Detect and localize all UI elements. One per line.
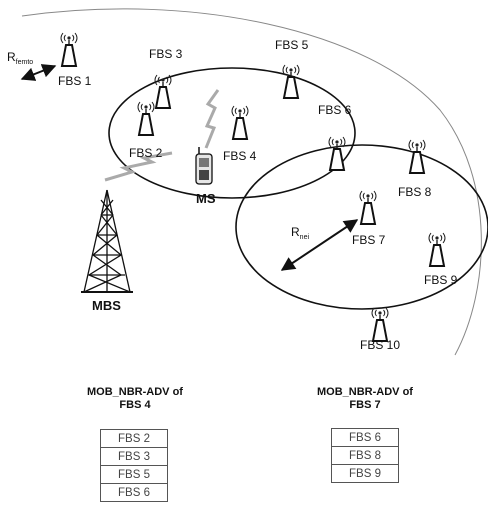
fbs10-antenna-icon bbox=[371, 307, 389, 342]
table-row: FBS 8 bbox=[331, 446, 399, 465]
table-row: FBS 5 bbox=[100, 465, 168, 484]
fbs1-station: FBS 1 bbox=[58, 32, 92, 88]
table-fbs7-caption: MOB_NBR-ADV of FBS 7 bbox=[280, 386, 450, 412]
mbs-label: MBS bbox=[92, 298, 121, 313]
table-fbs4-caption-line2: FBS 4 bbox=[119, 399, 151, 411]
neighbor-table-fbs4: FBS 2 FBS 3 FBS 5 FBS 6 bbox=[100, 429, 168, 502]
table-cell: FBS 9 bbox=[331, 464, 399, 483]
fbs8-antenna-icon bbox=[408, 139, 426, 174]
fbs6-label: FBS 6 bbox=[318, 103, 352, 117]
network-diagram: Rfemto Rnei MBS MS FBS 1 FBS 2 FBS bbox=[7, 8, 488, 356]
table-fbs7-caption-line1: MOB_NBR-ADV of bbox=[317, 386, 413, 398]
mobile-phone-icon bbox=[195, 147, 213, 185]
table-cell: FBS 3 bbox=[100, 447, 168, 466]
table-cell: FBS 6 bbox=[331, 428, 399, 447]
r-femto-arrow bbox=[20, 64, 57, 81]
table-cell: FBS 6 bbox=[100, 483, 168, 502]
fbs7-station: FBS 7 bbox=[352, 190, 386, 247]
fbs4-antenna-icon bbox=[231, 105, 249, 140]
cluster-ellipse-fbs4 bbox=[108, 67, 356, 199]
fbs5-station: FBS 5 bbox=[275, 38, 309, 99]
cluster-ellipse-fbs7 bbox=[235, 144, 488, 310]
fbs2-antenna-icon bbox=[137, 101, 155, 136]
r-femto-label: Rfemto bbox=[7, 50, 33, 66]
table-row: FBS 6 bbox=[100, 483, 168, 502]
ms-label: MS bbox=[196, 191, 216, 206]
fbs4-station: FBS 4 bbox=[223, 105, 257, 163]
table-fbs4-caption-line1: MOB_NBR-ADV of bbox=[87, 386, 183, 398]
fbs1-antenna-icon bbox=[60, 32, 78, 67]
fbs2-station: FBS 2 bbox=[129, 101, 163, 160]
fbs10-station: FBS 10 bbox=[360, 307, 400, 352]
r-nei-label: Rnei bbox=[291, 225, 309, 241]
table-row: FBS 9 bbox=[331, 464, 399, 483]
wireless-link-mbs-ms bbox=[104, 151, 173, 182]
macrocell-boundary bbox=[21, 8, 482, 356]
fbs4-label: FBS 4 bbox=[223, 149, 257, 163]
fbs8-station: FBS 8 bbox=[398, 139, 432, 199]
fbs6-antenna-icon bbox=[328, 136, 346, 171]
r-nei-arrow bbox=[280, 219, 359, 271]
wireless-link-ms-fbs4 bbox=[204, 89, 220, 149]
fbs8-label: FBS 8 bbox=[398, 185, 432, 199]
fbs5-antenna-icon bbox=[282, 64, 300, 99]
neighbor-table-fbs7: FBS 6 FBS 8 FBS 9 bbox=[331, 428, 399, 483]
mbs-tower-icon bbox=[81, 189, 133, 293]
table-cell: FBS 2 bbox=[100, 429, 168, 448]
fbs1-label: FBS 1 bbox=[58, 74, 92, 88]
fbs3-antenna-icon bbox=[154, 74, 172, 109]
table-fbs4-caption: MOB_NBR-ADV of FBS 4 bbox=[50, 386, 220, 412]
fbs9-station: FBS 9 bbox=[424, 232, 458, 287]
fbs5-label: FBS 5 bbox=[275, 38, 309, 52]
fbs9-antenna-icon bbox=[428, 232, 446, 267]
fbs7-antenna-icon bbox=[359, 190, 377, 225]
fbs7-label: FBS 7 bbox=[352, 233, 386, 247]
table-row: FBS 6 bbox=[331, 428, 399, 447]
table-cell: FBS 5 bbox=[100, 465, 168, 484]
fbs2-label: FBS 2 bbox=[129, 146, 163, 160]
fbs3-label: FBS 3 bbox=[149, 47, 183, 61]
fbs9-label: FBS 9 bbox=[424, 273, 458, 287]
fbs10-label: FBS 10 bbox=[360, 338, 400, 352]
fbs3-station: FBS 3 bbox=[149, 47, 183, 109]
table-row: FBS 2 bbox=[100, 429, 168, 448]
fbs6-station: FBS 6 bbox=[318, 103, 352, 171]
table-cell: FBS 8 bbox=[331, 446, 399, 465]
table-row: FBS 3 bbox=[100, 447, 168, 466]
table-fbs7-caption-line2: FBS 7 bbox=[349, 399, 381, 411]
